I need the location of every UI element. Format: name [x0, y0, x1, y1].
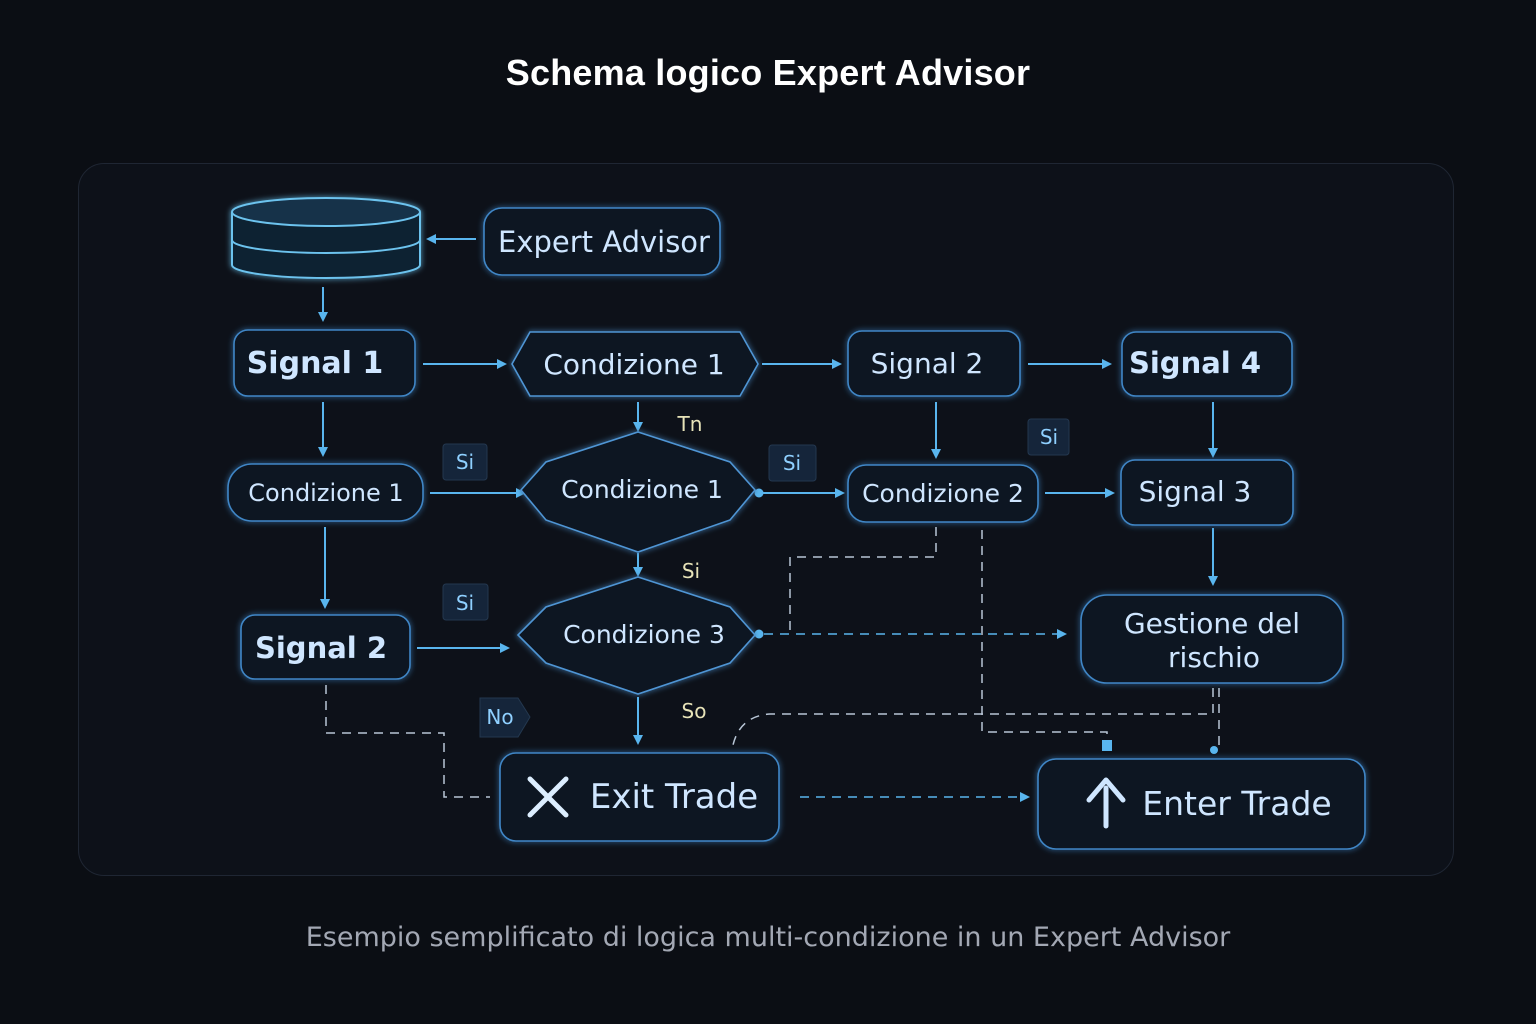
node-signal1-top-label: Signal 1 [247, 346, 384, 381]
node-condizione2: Condizione 2 [847, 464, 1039, 523]
edge-label-si: Si [682, 559, 700, 583]
node-signal2-top-label: Signal 2 [871, 347, 984, 380]
arrow-up-icon [1086, 777, 1126, 829]
node-expert-advisor-label: Expert Advisor [498, 225, 710, 259]
node-expert-advisor: Expert Advisor [483, 207, 721, 276]
node-signal3: Signal 3 [1120, 459, 1294, 526]
edge-label-tn: Tn [677, 412, 703, 436]
database-icon [231, 197, 421, 279]
close-icon [527, 776, 569, 818]
badge-no: No [479, 697, 531, 738]
diagram-caption: Esempio semplificato di logica multi-con… [305, 922, 1231, 953]
node-signal2-bottom-label: Signal 2 [255, 631, 387, 665]
node-gestione-rischio: Gestione del rischio [1080, 594, 1344, 684]
dashed-connectors [325, 527, 1220, 802]
node-condizione3-label: Condizione 3 [563, 620, 725, 649]
edge-label-so: So [682, 699, 707, 723]
node-gestione-line2: rischio [1168, 641, 1260, 674]
diagram-title: Schema logico Expert Advisor [505, 52, 1031, 93]
node-exit-trade-label: Exit Trade [590, 777, 758, 817]
node-condizione1-left: Condizione 1 [227, 463, 424, 522]
node-signal1-top: Signal 1 [233, 329, 416, 397]
dash-cond2-to-cond3 [789, 527, 937, 632]
badge-si-middle: Si [768, 444, 817, 482]
dash-gestione-to-exit [732, 688, 1214, 746]
node-condizione2-label: Condizione 2 [862, 479, 1024, 508]
svg-text:Si: Si [783, 451, 801, 475]
node-condizione1-top: Condizione 1 [511, 331, 759, 397]
node-signal3-label: Signal 3 [1139, 475, 1252, 508]
node-signal2-top: Signal 2 [847, 330, 1021, 397]
node-condizione1-diamond: Condizione 1 [519, 431, 757, 553]
node-signal2-bottom: Signal 2 [240, 614, 411, 680]
badge-si-left-lower: Si [442, 583, 489, 621]
connectors [318, 234, 1218, 745]
dash-signal2-to-exit [325, 685, 490, 798]
node-condizione3: Condizione 3 [516, 576, 757, 695]
node-enter-trade: Enter Trade [1037, 758, 1366, 850]
node-condizione1-left-label: Condizione 1 [248, 479, 403, 507]
svg-text:Si: Si [456, 591, 474, 615]
node-enter-trade-label: Enter Trade [1142, 784, 1331, 823]
badge-si-right: Si [1027, 418, 1070, 456]
node-condizione1-top-label: Condizione 1 [543, 348, 724, 381]
node-signal4-label: Signal 4 [1129, 346, 1261, 380]
svg-text:Si: Si [1040, 425, 1058, 449]
svg-text:Si: Si [456, 450, 474, 474]
node-signal4: Signal 4 [1121, 331, 1293, 397]
node-gestione-line1: Gestione del [1124, 607, 1300, 640]
node-condizione1-diamond-label: Condizione 1 [561, 475, 723, 504]
badge-si-left-upper: Si [442, 443, 488, 481]
svg-text:No: No [486, 705, 513, 729]
dash-cond2-to-enter [981, 530, 1108, 748]
node-exit-trade: Exit Trade [499, 752, 780, 842]
